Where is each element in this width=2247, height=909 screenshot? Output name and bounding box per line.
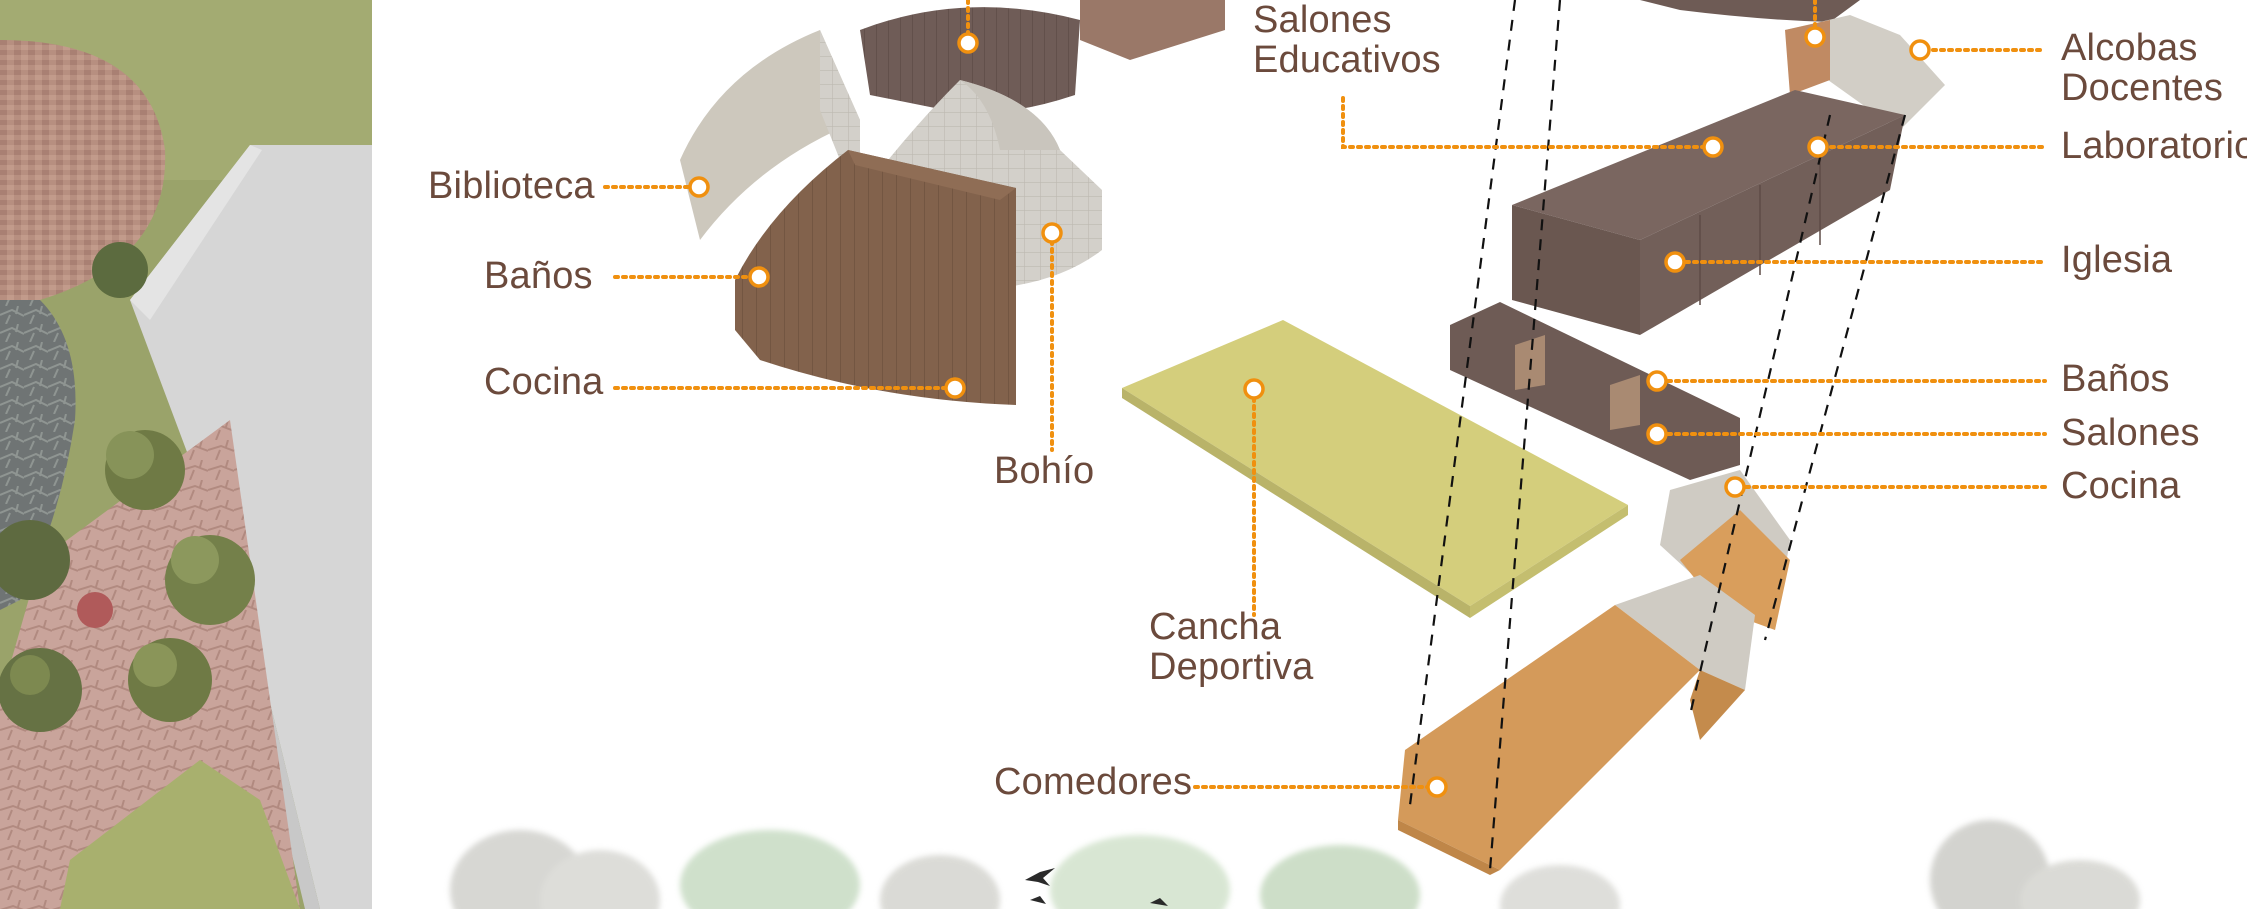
label-cocina-right: Cocina: [2061, 465, 2181, 507]
marker-laboratorio: [1807, 136, 1829, 158]
label-alcobas-1: Alcobas: [2061, 27, 2198, 69]
projection-lines: [1408, 0, 1907, 871]
marker-alcobas: [1909, 39, 1931, 61]
marker-iglesia: [1664, 251, 1686, 273]
marker-salones-educativos: [1702, 136, 1724, 158]
label-salones-educativos-1: Salones: [1253, 0, 1392, 41]
marker-alcobas-top: [1804, 26, 1826, 48]
exploded-building-stack: [1398, 0, 1945, 875]
label-bohio: Bohío: [994, 450, 1095, 492]
marker-biblioteca: [688, 176, 710, 198]
label-banos-right: Baños: [2061, 358, 2170, 400]
label-cancha-2: Deportiva: [1149, 646, 1314, 688]
roof-block-top: [1080, 0, 1225, 60]
marker-comedores: [1426, 776, 1448, 798]
label-salones-right: Salones: [2061, 412, 2200, 454]
birds: [1025, 868, 1168, 906]
marker-cocina-right: [1724, 476, 1746, 498]
marker-cancha: [1243, 378, 1265, 400]
label-cocina-left: Cocina: [484, 361, 604, 403]
marker-salones-right: [1646, 423, 1668, 445]
label-comedores: Comedores: [994, 761, 1193, 803]
marker-salones-educativos-top: [957, 32, 979, 54]
leader-markers: [688, 26, 1931, 798]
label-cancha-1: Cancha: [1149, 606, 1282, 648]
label-salones-educativos-2: Educativos: [1253, 39, 1441, 81]
tree-silhouettes: [450, 820, 2140, 909]
marker-banos-left: [748, 266, 770, 288]
circular-building-cluster: [680, 7, 1102, 405]
label-laboratorio: Laboratorio: [2061, 125, 2247, 167]
marker-cocina-left: [944, 377, 966, 399]
marker-banos-right: [1646, 370, 1668, 392]
marker-bohio: [1041, 222, 1063, 244]
label-banos-left: Baños: [484, 255, 593, 297]
leader-lines: [603, 0, 2047, 789]
label-biblioteca: Biblioteca: [428, 165, 595, 207]
label-alcobas-2: Docentes: [2061, 67, 2224, 109]
label-iglesia: Iglesia: [2061, 239, 2173, 281]
aerial-site-photo: [0, 0, 372, 909]
